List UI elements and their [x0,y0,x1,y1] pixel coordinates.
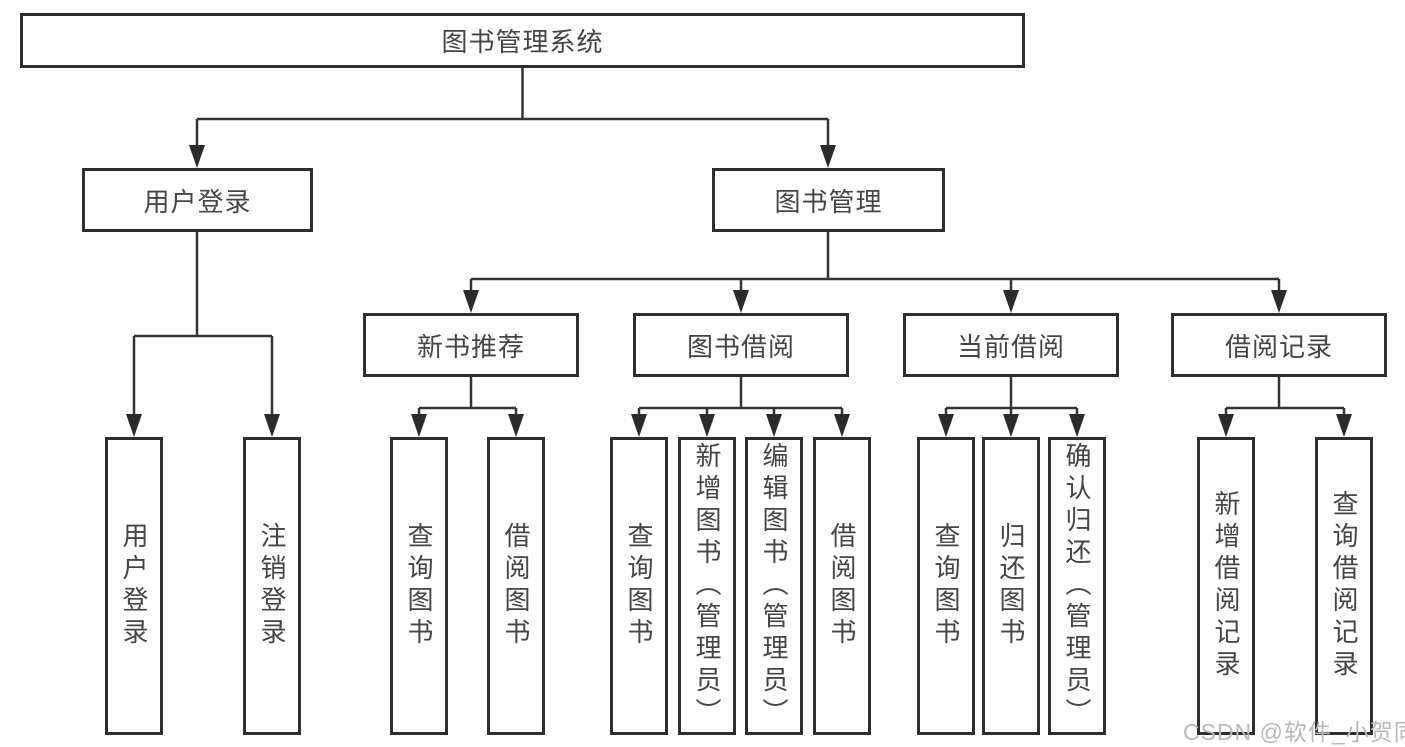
node-book-management-label: 图书管理 [774,186,883,217]
node-leaf-query-books-current: 查询图书 [917,437,975,735]
node-current-borrowing-label: 当前借阅 [956,331,1065,362]
node-leaf-query-books-recommend-label: 查询图书 [404,522,434,650]
node-leaf-borrow-books-borrowing: 借阅图书 [813,437,871,735]
node-leaf-add-borrow-record-label: 新增借阅记录 [1211,490,1241,682]
node-leaf-confirm-return-admin: 确认归还（管理员） [1048,437,1106,735]
node-leaf-edit-books-admin: 编辑图书（管理员） [745,437,803,735]
node-borrowing-records-label: 借阅记录 [1224,331,1333,362]
node-book-management: 图书管理 [712,168,945,232]
node-leaf-query-books-current-label: 查询图书 [931,522,961,650]
node-user-login: 用户登录 [82,168,313,232]
node-current-borrowing: 当前借阅 [903,313,1119,377]
node-leaf-query-books-recommend: 查询图书 [390,437,448,735]
node-leaf-edit-books-admin-label: 编辑图书（管理员） [759,442,789,730]
node-leaf-logout-label: 注销登录 [257,522,287,650]
node-root-label: 图书管理系统 [441,27,604,57]
csdn-watermark: CSDN @软件_小贺同学 [1183,719,1405,745]
node-leaf-query-borrow-record: 查询借阅记录 [1315,437,1373,735]
node-root-library-system: 图书管理系统 [20,13,1025,68]
node-leaf-add-borrow-record: 新增借阅记录 [1197,437,1255,735]
node-leaf-borrow-books-recommend-label: 借阅图书 [501,522,531,650]
node-leaf-confirm-return-admin-label: 确认归还（管理员） [1062,442,1092,730]
node-leaf-logout: 注销登录 [243,437,301,735]
node-leaf-query-books-borrowing: 查询图书 [610,437,668,735]
node-leaf-return-books: 归还图书 [982,437,1040,735]
node-borrowing-records: 借阅记录 [1171,313,1387,377]
node-leaf-borrow-books-recommend: 借阅图书 [487,437,545,735]
node-book-borrowing-label: 图书借阅 [686,331,795,362]
node-leaf-query-books-borrowing-label: 查询图书 [624,522,654,650]
arrowhead-icons [126,145,1352,437]
node-user-login-label: 用户登录 [143,186,252,217]
node-new-book-recommend: 新书推荐 [363,313,579,377]
node-leaf-add-books-admin-label: 新增图书（管理员） [692,442,722,730]
node-new-book-recommend-label: 新书推荐 [416,331,525,362]
node-leaf-return-books-label: 归还图书 [996,522,1026,650]
node-leaf-user-login: 用户登录 [105,437,163,735]
node-leaf-borrow-books-borrowing-label: 借阅图书 [827,522,857,650]
node-leaf-query-borrow-record-label: 查询借阅记录 [1329,490,1359,682]
node-leaf-user-login-label: 用户登录 [119,522,149,650]
node-leaf-add-books-admin: 新增图书（管理员） [678,437,736,735]
node-book-borrowing: 图书借阅 [633,313,849,377]
